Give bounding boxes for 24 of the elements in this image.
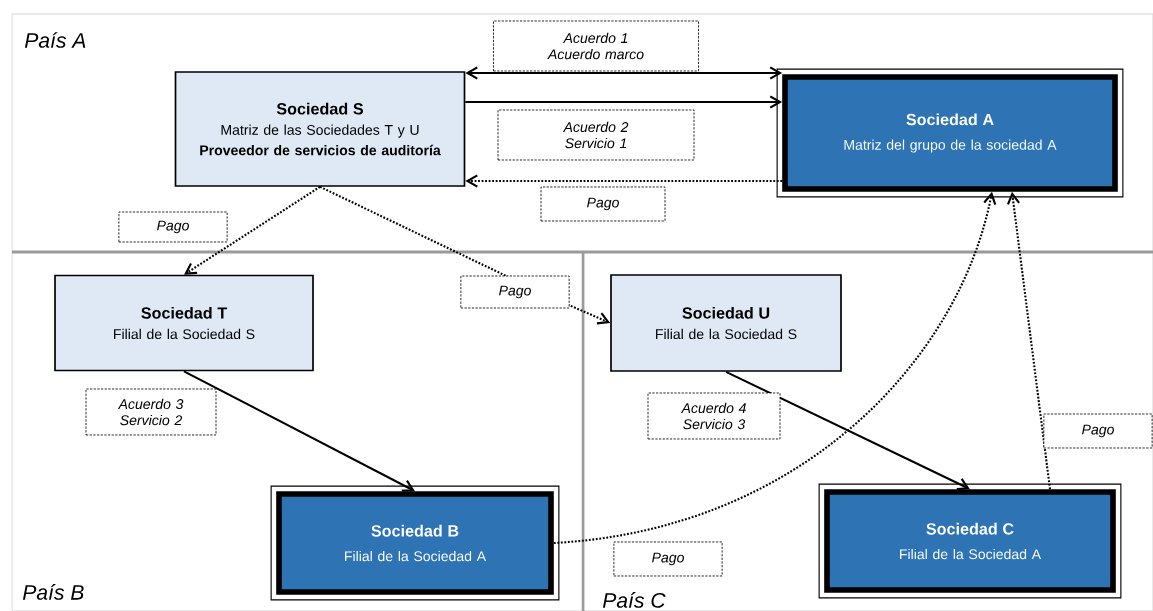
arrow — [465, 66, 783, 80]
region-label: País A — [24, 32, 86, 48]
region-label: País C — [602, 592, 666, 608]
company-box: Sociedad U Filial de la Sociedad S — [610, 274, 842, 372]
arrow — [553, 191, 997, 545]
edge-label: Acuerdo 2 Servicio 1 — [497, 109, 695, 161]
edge-label: Pago — [613, 541, 723, 577]
region-label: País B — [22, 584, 84, 600]
company-box: Sociedad B Filial de la Sociedad A — [270, 485, 560, 601]
arrow — [465, 174, 783, 188]
edge-label: Acuerdo 4 Servicio 3 — [647, 392, 781, 440]
company-box: Sociedad T Filial de la Sociedad S — [54, 274, 314, 372]
edge-label: Pago — [460, 275, 570, 309]
arrow — [1006, 191, 1052, 490]
edge-label: Acuerdo 3 Servicio 2 — [85, 388, 217, 436]
arrow — [184, 185, 321, 275]
company-box: Sociedad S Matriz de las Sociedades T y U Proveedor de servicios de auditoría — [174, 71, 466, 187]
company-box: Sociedad C Filial de la Sociedad A — [818, 483, 1122, 599]
company-box: Sociedad A Matriz del grupo de la sociedad A — [776, 68, 1124, 198]
edge-label: Pago — [1043, 413, 1153, 449]
edge-label: Pago — [118, 211, 228, 243]
edge-label: Pago — [540, 186, 666, 222]
edge-label: Acuerdo 1 Acuerdo marco — [493, 20, 699, 72]
arrow — [465, 95, 783, 109]
